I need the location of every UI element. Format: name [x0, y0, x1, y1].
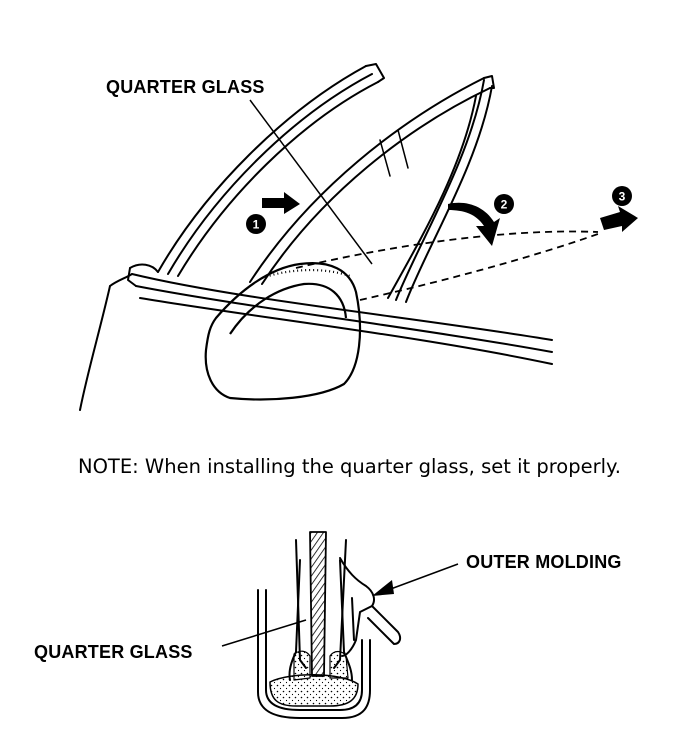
side-mirror [204, 262, 362, 401]
quarter-glass-label-top: QUARTER GLASS [106, 77, 265, 97]
outer-molding-label: OUTER MOLDING [466, 552, 622, 572]
step-2-badge: 2 [494, 194, 514, 214]
outer-molding-leader [372, 563, 459, 596]
swing-path [295, 230, 599, 301]
step-2-arrow [448, 202, 500, 246]
quarter-glass-label-bottom: QUARTER GLASS [34, 642, 193, 662]
step-3-badge: 3 [612, 186, 632, 206]
door-frame [79, 63, 553, 411]
channel-cross-section [257, 531, 402, 719]
quarter-glass-top-leader [249, 99, 373, 265]
step-1-arrow [262, 192, 300, 214]
step-3-arrow [600, 206, 638, 232]
step-2-number: 2 [501, 198, 508, 212]
step-1-badge: 1 [246, 214, 266, 234]
installation-note: NOTE: When installing the quarter glass,… [78, 455, 622, 478]
quarter-glass-bottom-leader [221, 619, 307, 647]
step-1-number: 1 [253, 218, 260, 232]
step-3-number: 3 [619, 190, 626, 204]
